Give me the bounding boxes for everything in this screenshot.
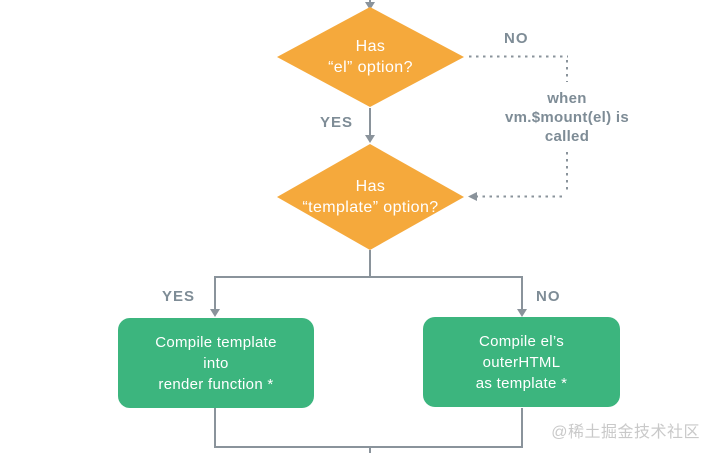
arrow-down-icon	[517, 309, 527, 317]
decision2-branch-lines	[214, 250, 523, 309]
merge-lines	[214, 408, 523, 453]
decision-has-template-line1: Has	[355, 178, 386, 195]
mount-note-line3: is called	[544, 109, 629, 145]
mount-note-line1: when	[547, 90, 587, 107]
edge-label-no-top: NO	[504, 30, 529, 47]
process-compile-el-line2: outerHTML	[482, 353, 561, 371]
decision-has-el-line2: “el” option?	[328, 59, 413, 76]
watermark: @稀土掘金技术社区	[551, 424, 700, 441]
arrow-left-icon	[468, 192, 477, 201]
edge-label-yes-top: YES	[320, 114, 354, 131]
decision-has-el-line1: Has	[355, 38, 386, 55]
decision-has-el: Has “el” option?	[277, 8, 464, 106]
process-compile-template-line3: render function *	[158, 375, 274, 393]
arrow-down-icon	[365, 2, 375, 10]
edge-label-no-bottom: NO	[536, 288, 561, 305]
decision-has-template-line2: “template” option?	[302, 199, 439, 216]
mount-note-line2: vm.$mount(el)	[504, 109, 612, 126]
process-compile-template-line2: into	[203, 354, 229, 372]
arrow-down-icon	[210, 309, 220, 317]
decision-has-el-shape	[277, 7, 464, 107]
solid-connector-lines	[214, 0, 523, 453]
process-compile-el-line3: as template *	[475, 374, 568, 392]
process-compile-el: Compile el’s outerHTML as template *	[423, 317, 620, 407]
arrow-down-icon	[365, 135, 375, 143]
process-compile-template: Compile template into render function *	[118, 318, 314, 408]
process-compile-template-line1: Compile template	[155, 333, 277, 351]
mount-note: when vm.$mount(el) is called	[497, 89, 637, 146]
decision-has-template-shape	[277, 144, 464, 250]
arrowheads	[210, 2, 527, 317]
process-compile-el-line1: Compile el’s	[478, 332, 565, 350]
dashed-no-path	[469, 55, 568, 198]
decision-has-template: Has “template” option?	[277, 144, 464, 250]
edge-label-yes-bottom: YES	[162, 288, 196, 305]
